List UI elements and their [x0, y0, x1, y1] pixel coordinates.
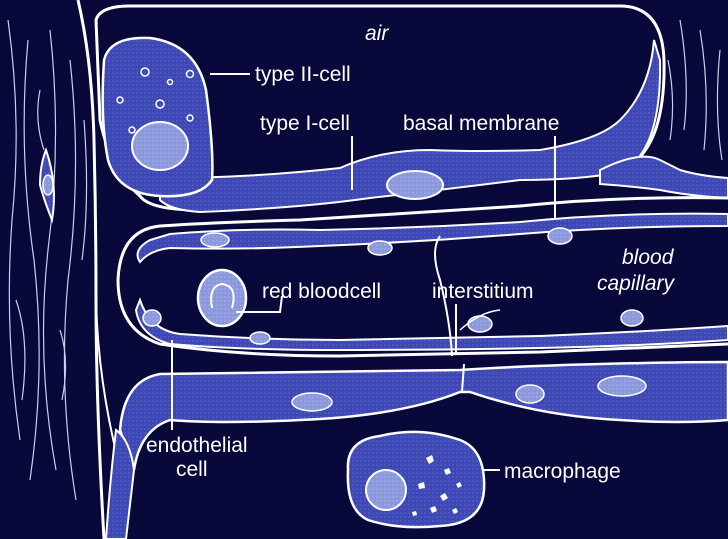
- type-i-nucleus: [387, 171, 443, 199]
- label-red-bloodcell: red bloodcell: [262, 280, 381, 303]
- label-basal-membrane: basal membrane: [403, 112, 559, 135]
- fibroblast-nucleus: [43, 175, 53, 195]
- type-ii-nucleus: [132, 122, 188, 170]
- label-endothelial-cell-1: endothelial: [146, 434, 248, 457]
- label-interstitium: interstitium: [432, 280, 534, 303]
- right-alveolar-lining: [600, 157, 728, 198]
- connective-tissue-left: [8, 20, 87, 500]
- label-type-i-cell: type I-cell: [260, 112, 350, 135]
- label-blood-capillary-2: capillary: [597, 272, 674, 295]
- connective-tissue-right: [668, 20, 722, 160]
- label-blood-capillary-1: blood: [622, 246, 673, 269]
- red-blood-cell: [198, 270, 246, 326]
- label-macrophage: macrophage: [504, 460, 621, 483]
- label-endothelial-cell-2: cell: [176, 458, 208, 481]
- macrophage-nucleus: [366, 470, 406, 510]
- label-type-ii-cell: type II-cell: [255, 63, 351, 86]
- label-air: air: [365, 22, 388, 45]
- left-epithelium-boundary: [78, 0, 104, 539]
- type-ii-cell: [103, 38, 213, 196]
